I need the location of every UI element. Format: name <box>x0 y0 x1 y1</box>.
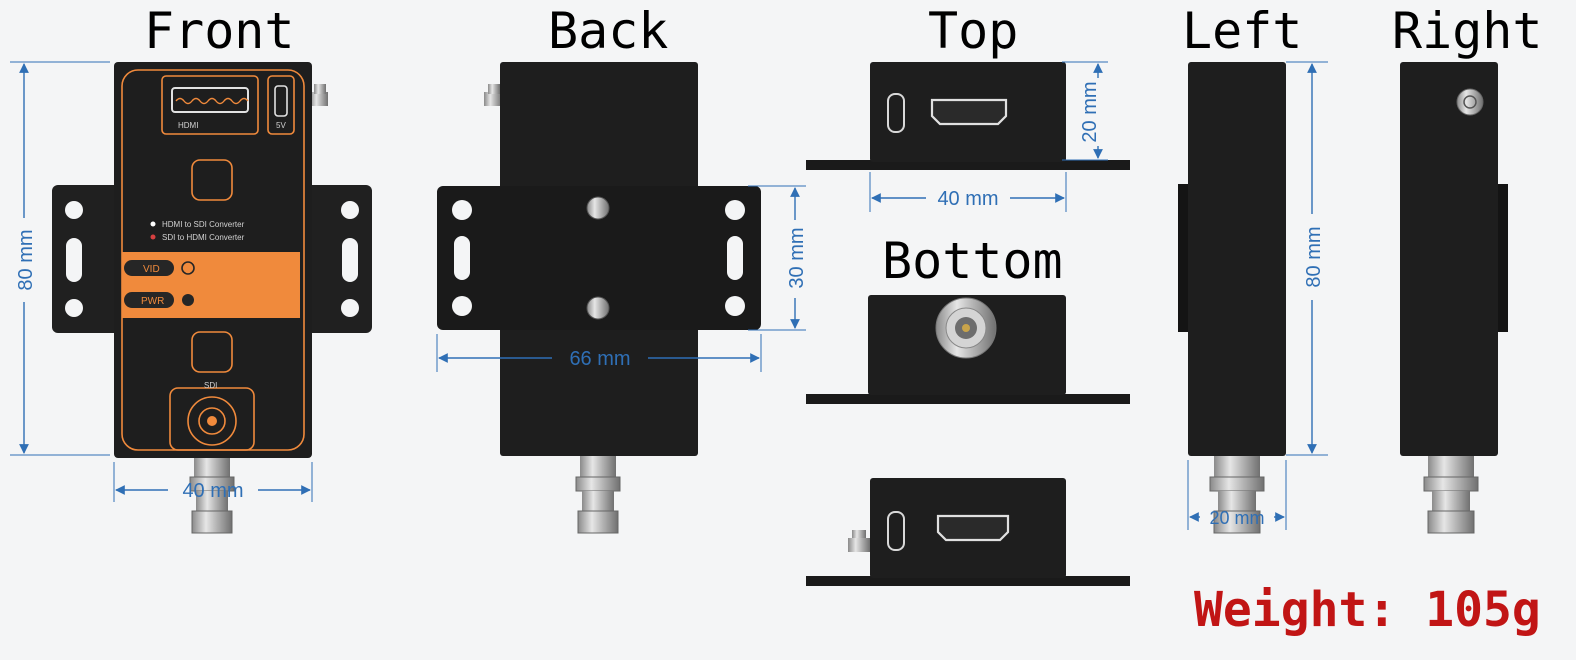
end-usb-c-port <box>887 511 905 551</box>
vid-led-label: VID <box>143 264 160 275</box>
weight-label: Weight: 105g <box>1194 582 1541 638</box>
right-housing <box>1400 62 1498 456</box>
top-view: 20 mm 40 mm <box>806 61 1130 212</box>
top-width-dimension: 40 mm <box>937 188 998 210</box>
front-width-dimension: 40 mm <box>182 480 243 502</box>
right-bnc-connector <box>1423 455 1479 534</box>
top-usb-c-port <box>887 93 905 133</box>
back-width-dimension: 66 mm <box>569 348 630 370</box>
title-back: Back <box>548 2 669 60</box>
end-hdmi-port <box>936 514 1010 542</box>
front-sdi-label: SDI <box>204 381 217 390</box>
front-usb-port <box>274 85 288 117</box>
pwr-led-label: PWR <box>141 296 164 307</box>
title-bottom: Bottom <box>882 232 1063 290</box>
back-mount-bracket <box>437 186 761 330</box>
back-flange-dimension: 30 mm <box>786 227 808 288</box>
vid-led <box>124 260 174 276</box>
pwr-led <box>124 292 174 308</box>
left-view: 80 mm 20 mm <box>1178 61 1328 534</box>
pwr-indicator-icon <box>182 294 194 306</box>
back-bnc-connector <box>575 455 621 534</box>
left-bnc-connector <box>1209 455 1265 534</box>
back-screw-icon <box>586 196 610 220</box>
front-hdmi-label: HDMI <box>178 121 198 130</box>
back-view: 66 mm 30 mm <box>436 62 808 534</box>
mode-led-red-icon <box>150 234 156 240</box>
right-bracket-edge <box>1496 184 1508 332</box>
end-view <box>806 478 1130 586</box>
end-flange <box>806 576 1130 586</box>
back-thumb-screw <box>484 84 502 106</box>
front-sdi-port <box>207 416 217 426</box>
title-right: Right <box>1392 2 1543 60</box>
bottom-flange <box>806 394 1130 404</box>
title-left: Left <box>1182 2 1303 60</box>
left-bracket-edge <box>1178 184 1190 332</box>
right-thumb-screw-icon <box>1456 88 1484 116</box>
front-usb-label: 5V <box>276 121 286 130</box>
right-view <box>1400 62 1508 534</box>
back-screw-icon <box>586 296 610 320</box>
end-thumb-screw <box>848 530 870 552</box>
top-flange <box>806 160 1130 170</box>
front-bnc-connector <box>189 455 235 534</box>
front-mode-sdi-hdmi: SDI to HDMI Converter <box>162 233 245 242</box>
left-width-dimension: 20 mm <box>1209 508 1264 528</box>
top-hdmi-port <box>930 98 1008 126</box>
front-view: HDMI 5V HDMI to SDI Converter SDI to HDM… <box>10 61 372 534</box>
front-height-dimension: 80 mm <box>15 229 37 290</box>
bottom-bnc-connector <box>935 297 997 359</box>
title-top: Top <box>928 2 1019 60</box>
left-housing <box>1188 62 1286 456</box>
title-front: Front <box>144 2 295 60</box>
front-mode-hdmi-sdi: HDMI to SDI Converter <box>162 220 245 229</box>
vid-indicator-icon <box>181 261 195 275</box>
bottom-view <box>806 295 1130 404</box>
left-height-dimension: 80 mm <box>1303 226 1325 287</box>
front-thumb-screw <box>310 84 328 106</box>
mode-led-white-icon <box>150 221 156 227</box>
top-height-dimension: 20 mm <box>1079 81 1101 142</box>
